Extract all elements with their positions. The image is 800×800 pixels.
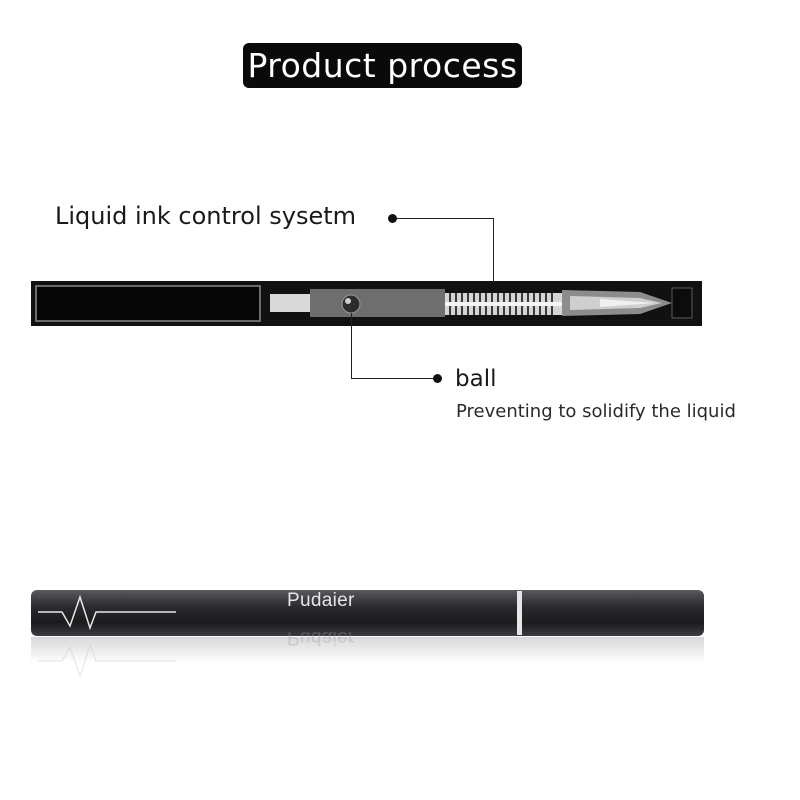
brand-logo-text: Pudaier — [287, 590, 355, 611]
brand-logo-reflection: Pudaier — [287, 627, 355, 648]
tip-cap-end — [671, 287, 693, 319]
page-title-text: Product process — [247, 46, 518, 85]
ball-callout-line-h — [351, 378, 435, 379]
ball-callout-line-v — [351, 313, 352, 379]
ball-chamber — [310, 289, 445, 317]
connector-tube — [270, 294, 312, 312]
ink-control-callout-line-v — [493, 218, 494, 284]
ball-description: Preventing to solidify the liquid — [456, 401, 736, 422]
ink-control-callout-line-h — [397, 218, 494, 219]
page-title: Product process — [243, 43, 522, 88]
ball-callout-dot — [433, 374, 442, 383]
ink-control-label: Liquid ink control sysetm — [55, 202, 357, 230]
heartbeat-logo-icon — [38, 594, 176, 631]
ball-label: ball — [455, 366, 497, 392]
pen-body — [31, 590, 704, 636]
ink-reservoir — [35, 285, 261, 322]
pen-cap-band — [517, 591, 522, 635]
ink-control-callout-dot — [388, 214, 397, 223]
pen-reflection — [31, 637, 704, 663]
